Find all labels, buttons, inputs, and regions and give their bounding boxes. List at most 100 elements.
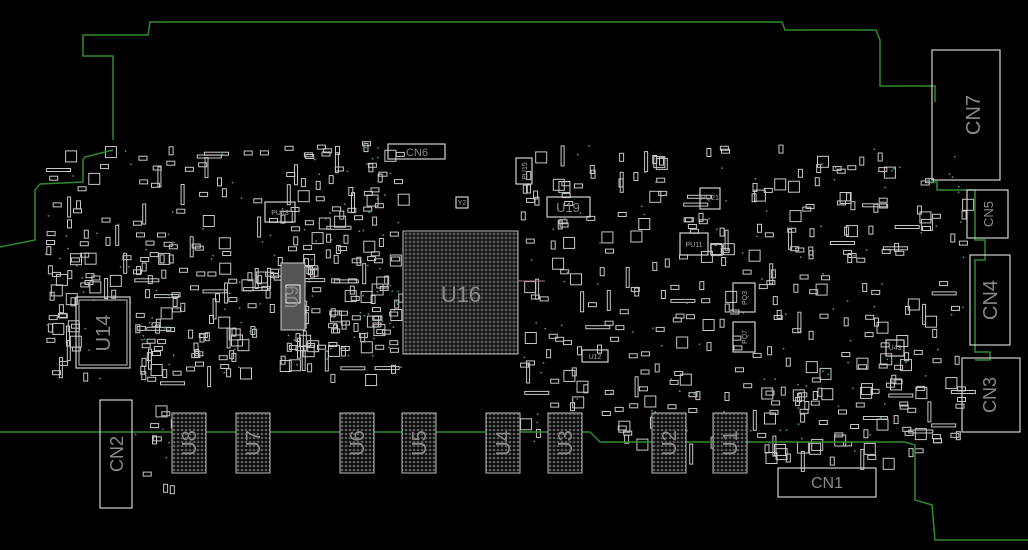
chip-u14[interactable]: U14 [75,296,131,369]
smd-part [311,308,321,314]
smd-part [46,231,56,237]
connector-cn4[interactable]: CN4 [969,254,1011,346]
chip-u1[interactable]: U1 [712,412,748,474]
smd-part [804,401,810,410]
connector-cn6[interactable]: CN6 [387,143,446,160]
smd-part [850,201,856,211]
smd-part [389,347,399,353]
chip-pu11[interactable]: PU11 [679,232,709,256]
smd-part [625,266,630,288]
smd-part [724,229,729,251]
via [240,197,243,199]
smd-part [563,340,572,346]
smd-part [315,180,321,190]
via [344,203,346,206]
smd-part [819,367,832,380]
via [308,278,310,281]
smd-part [348,187,354,196]
connector-cn5[interactable]: CN5 [966,189,1009,239]
smd-part [865,314,875,320]
via [852,387,854,390]
smd-part [559,222,569,228]
chip-u4[interactable]: U4 [485,412,521,474]
u43-label: U43 [889,345,902,352]
smd-part [104,278,109,299]
via [81,277,84,279]
cn1-label: CN1 [811,475,843,492]
smd-part [135,324,141,334]
connector-cn2[interactable]: CN2 [99,399,133,509]
chip-pq7[interactable]: PQ7 [732,321,756,353]
smd-part [895,250,905,256]
chip-u9[interactable]: U9 [280,262,306,331]
chip-u16[interactable]: U16 [402,230,519,355]
smd-part [111,289,117,299]
chip-pu13[interactable]: PU13 [264,201,296,223]
smd-part [194,351,204,357]
smd-part [552,257,565,270]
smd-part [199,333,205,343]
chip-u19[interactable]: U19 [546,196,591,218]
crystal-y2[interactable]: Y2 [455,196,469,209]
smd-part [160,381,185,386]
chip-pu15[interactable]: PU15 [515,157,533,185]
smd-part [619,309,629,315]
via [373,337,375,340]
smd-part [324,350,329,372]
smd-part [65,293,78,306]
smd-part [312,287,322,293]
smd-part [916,205,922,215]
smd-part [179,267,188,273]
smd-part [313,267,319,277]
smd-part [954,355,960,365]
chip-pq3[interactable]: PQ3 [732,282,756,313]
chip-u8[interactable]: U8 [171,412,207,474]
chip-pq21[interactable]: PQ21 [699,187,721,210]
smd-part [157,339,167,345]
smd-part [226,368,232,378]
chip-u43[interactable]: U43 [885,339,905,357]
chip-u2[interactable]: U2 [651,412,687,474]
via [228,292,231,295]
via [168,441,171,444]
smd-part [70,257,80,263]
via [167,294,170,296]
via [756,235,758,238]
via [540,371,543,374]
via [368,211,371,214]
smd-part [883,166,896,179]
smd-part [834,432,844,438]
smd-part [58,357,63,379]
via [797,383,799,386]
smd-part [395,151,405,157]
smd-part [743,383,753,389]
chip-u7[interactable]: U7 [235,412,271,474]
via [210,258,213,260]
smd-part [338,246,348,252]
chip-u12[interactable]: U12 [581,349,609,363]
smd-part [141,343,151,349]
connector-cn1[interactable]: CN1 [777,467,877,498]
smd-part [652,261,658,271]
smd-part [675,313,685,319]
connector-cn3[interactable]: CN3 [961,357,1021,433]
connector-cn7[interactable]: CN7 [931,49,1001,181]
via [247,338,250,341]
smd-part [931,291,957,296]
smd-part [374,366,400,371]
smd-part [829,456,835,466]
smd-part [617,212,627,217]
chip-u3[interactable]: U3 [547,412,583,474]
smd-part [229,350,235,360]
via [799,256,802,258]
smd-part [134,278,160,283]
chip-u5[interactable]: U5 [401,412,437,474]
chip-u6[interactable]: U6 [339,412,375,474]
via [782,347,785,350]
via [389,172,392,175]
smd-part [366,194,379,207]
smd-part [228,278,238,284]
smd-part [123,252,128,274]
via [135,323,138,326]
